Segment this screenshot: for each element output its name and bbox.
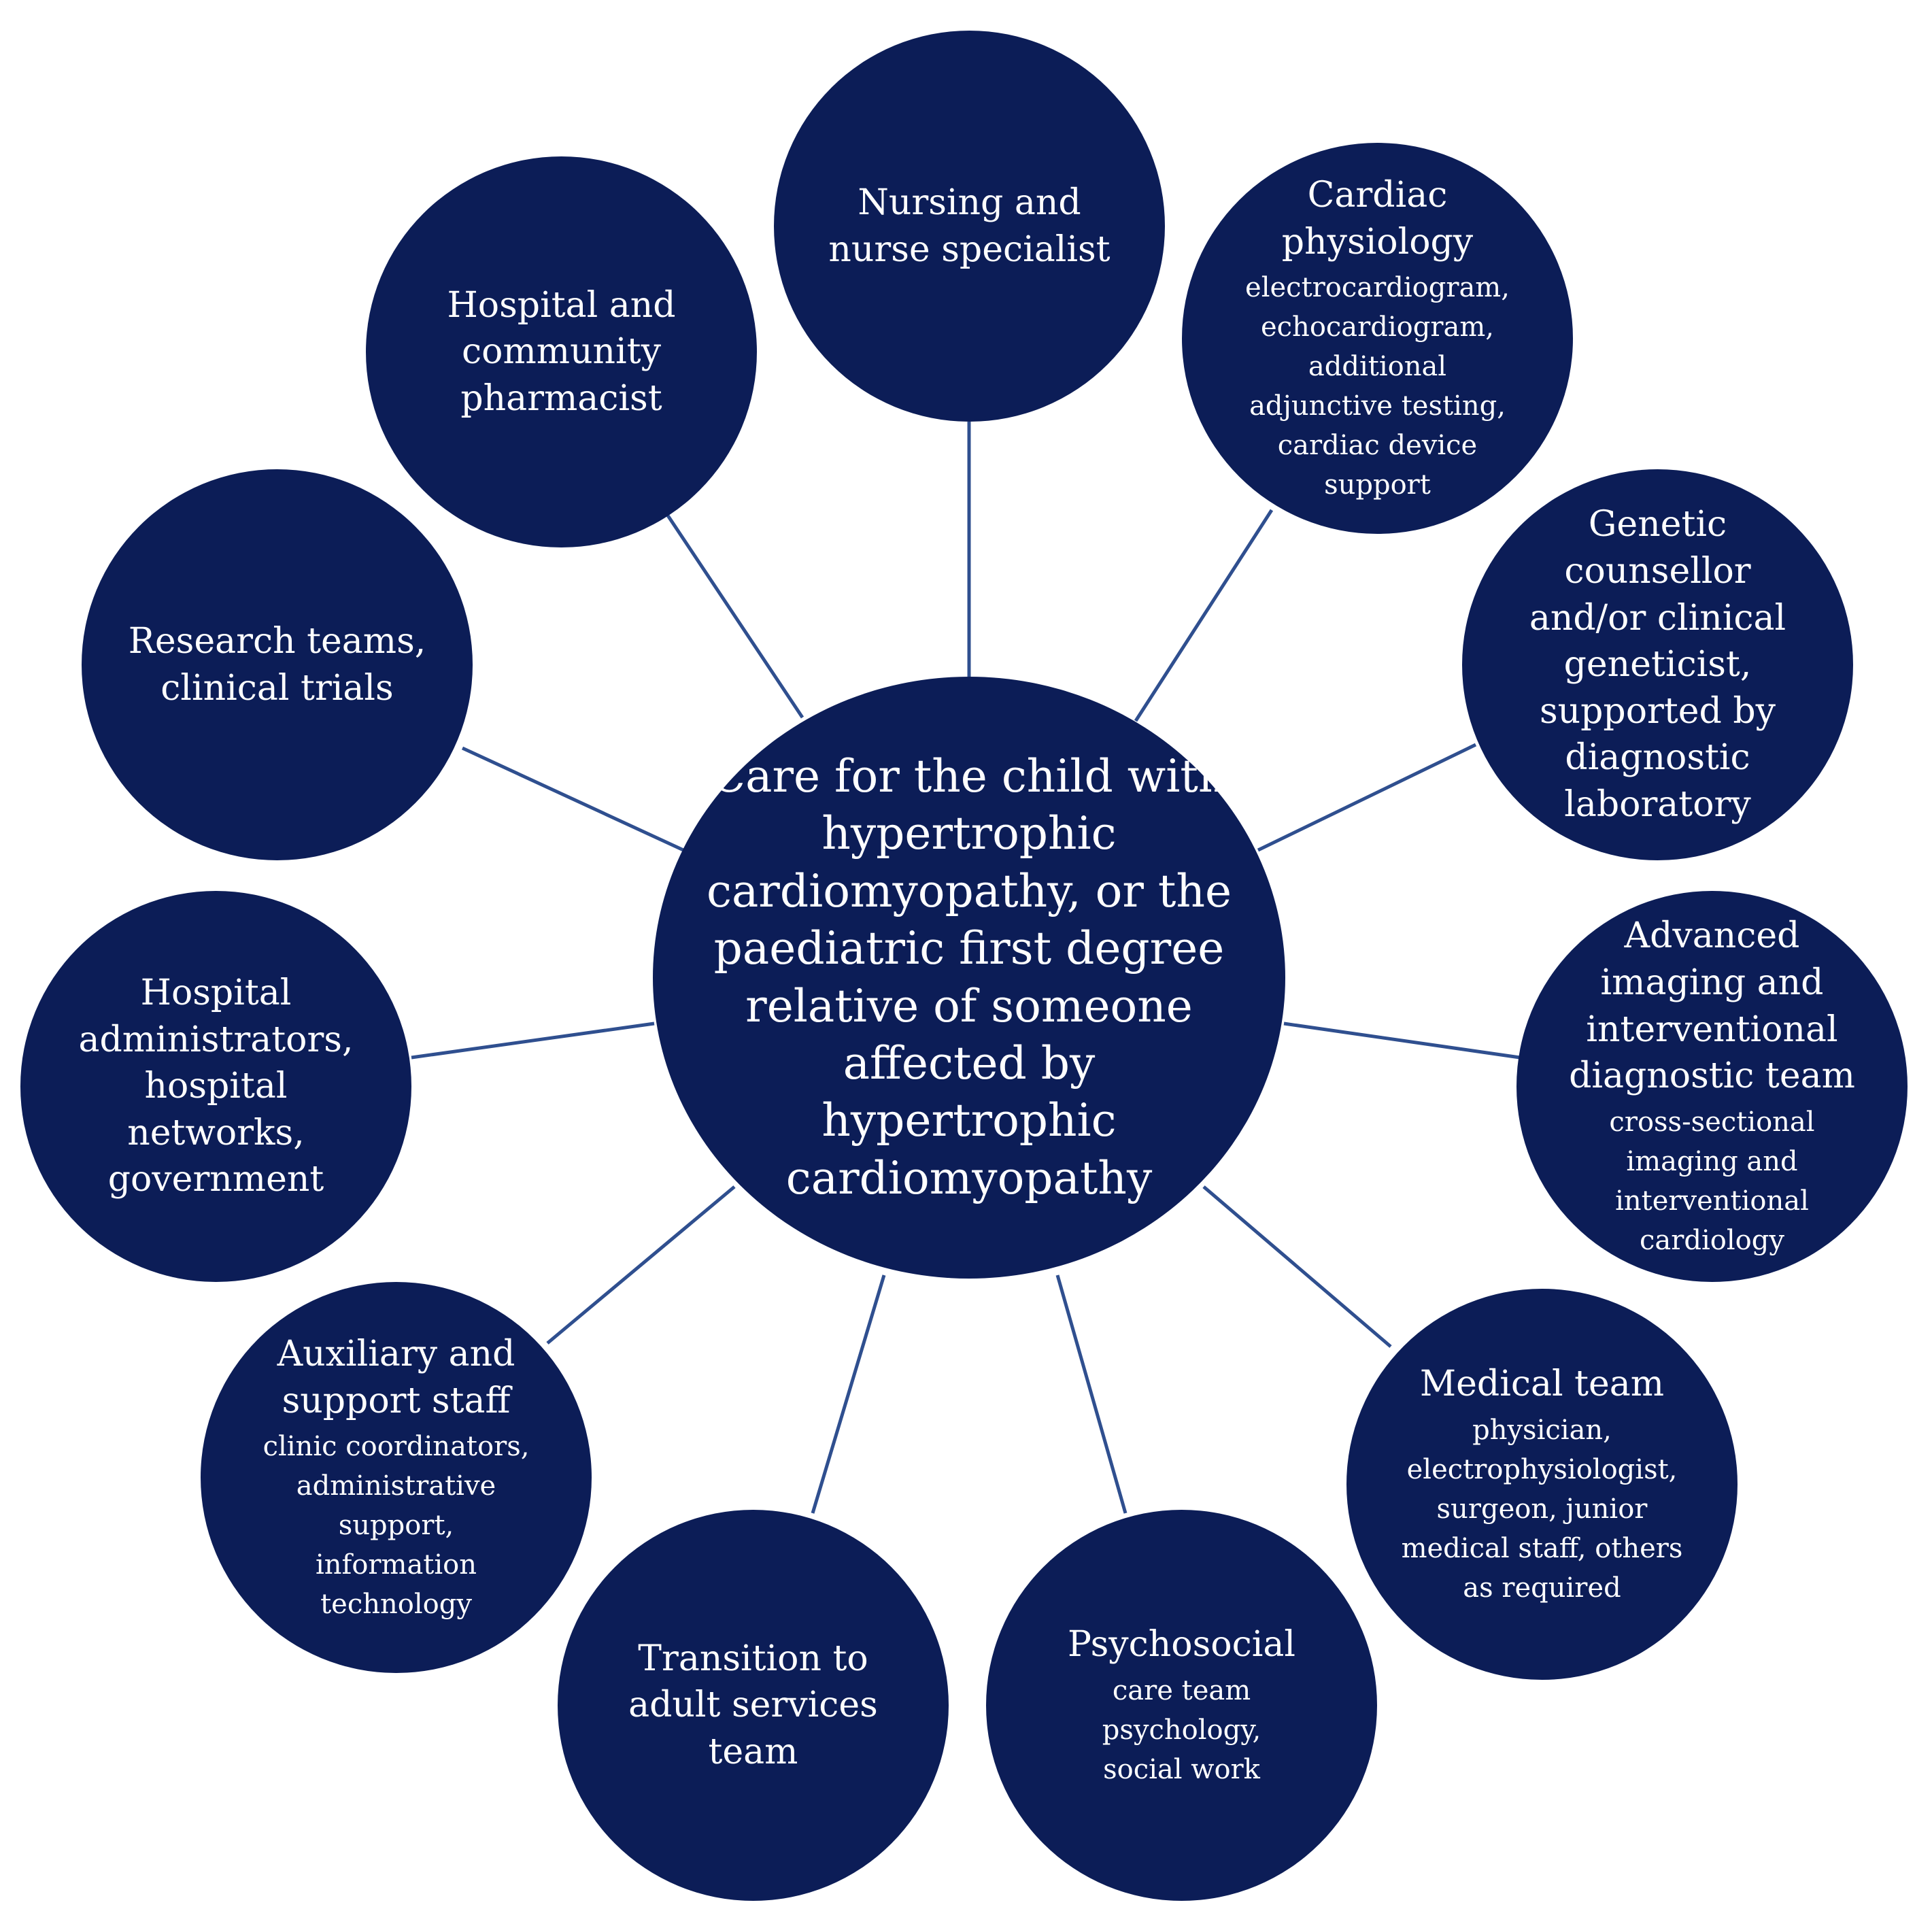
node-genetic: Genetic counsellor and/or clinical genet… [1462,469,1853,860]
node-transition: Transition to adult services team [558,1510,949,1901]
node-imaging: Advanced imaging and interventional diag… [1516,891,1908,1282]
connector-auxiliary [546,1185,736,1345]
node-auxiliary-title: Auxiliary and support staff [277,1333,515,1421]
node-medical: Medical team physician, electrophysiolog… [1346,1289,1738,1680]
node-administrators-title: Hospital administrators, hospital networ… [78,972,354,1200]
connector-pharmacist [664,512,804,719]
node-nursing-title: Nursing and nurse specialist [828,182,1111,270]
connector-cardiac [1134,509,1274,722]
node-pharmacist: Hospital and community pharmacist [366,156,757,547]
node-genetic-title: Genetic counsellor and/or clinical genet… [1529,504,1786,826]
connector-transition [811,1274,886,1514]
node-research: Research teams, clinical trials [82,469,473,860]
node-medical-title: Medical team [1419,1364,1665,1405]
node-cardiac-subtitle: electrocardiogram, echocardiogram, addit… [1245,272,1510,501]
connector-research [461,746,685,852]
node-transition-title: Transition to adult services team [628,1638,878,1772]
connector-genetic [1257,743,1477,852]
node-cardiac-physiology: Cardiac physiology electrocardiogram, ec… [1182,143,1573,534]
connector-admin [411,1021,655,1060]
node-psychosocial: Psychosocial care team psychology, socia… [986,1510,1377,1901]
node-psychosocial-subtitle: care team psychology, social work [1102,1674,1261,1785]
node-administrators: Hospital administrators, hospital networ… [20,891,411,1282]
node-nursing: Nursing and nurse specialist [774,31,1165,422]
node-auxiliary: Auxiliary and support staff clinic coord… [201,1282,592,1673]
node-research-title: Research teams, clinical trials [128,620,426,709]
node-medical-subtitle: physician, electrophysiologist, surgeon,… [1401,1414,1683,1604]
connector-imaging [1283,1021,1521,1060]
node-imaging-title: Advanced imaging and interventional diag… [1569,915,1855,1097]
node-imaging-subtitle: cross-sectional imaging and intervention… [1609,1106,1815,1256]
node-cardiac-title: Cardiac physiology [1281,174,1474,263]
node-pharmacist-title: Hospital and community pharmacist [447,284,676,419]
connector-medical [1202,1185,1392,1348]
center-node: Care for the child with hypertrophic car… [653,677,1285,1279]
connector-psychosocial [1055,1274,1128,1514]
node-auxiliary-subtitle: clinic coordinators, administrative supp… [262,1431,530,1621]
node-psychosocial-title: Psychosocial [1068,1624,1295,1666]
center-title: Care for the child with hypertrophic car… [706,749,1232,1204]
